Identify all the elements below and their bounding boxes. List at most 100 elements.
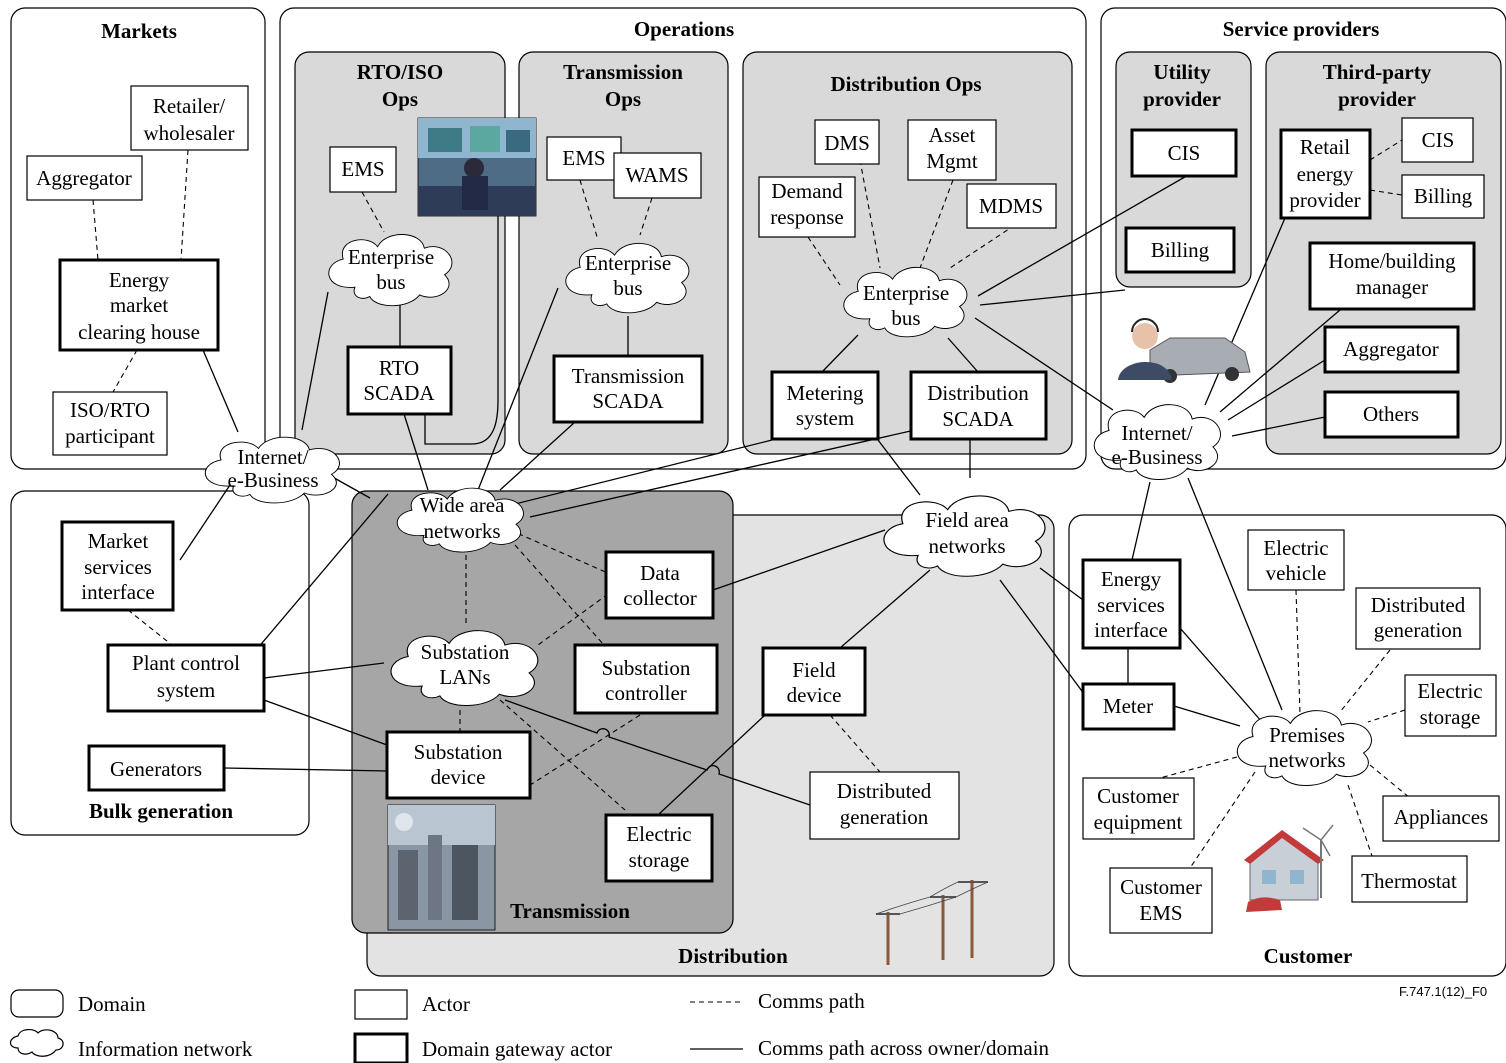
svg-text:Electric: Electric	[1417, 679, 1482, 703]
control-room-photo	[417, 117, 537, 217]
customer-title: Customer	[1264, 944, 1353, 968]
third-party-provider-title-1: Third-party	[1323, 60, 1432, 84]
svg-text:Substation: Substation	[421, 640, 510, 664]
enterprise-bus-rto-network: Enterprise bus	[328, 234, 453, 307]
svg-text:Electric: Electric	[626, 822, 691, 846]
distributed-generation-customer-actor: Distributed generation	[1355, 587, 1481, 650]
svg-text:Others: Others	[1363, 402, 1419, 426]
svg-text:participant: participant	[65, 424, 155, 448]
svg-text:Distributed: Distributed	[1371, 593, 1466, 617]
field-area-networks-network: Field area networks	[883, 495, 1046, 577]
meter-gateway: Meter	[1081, 682, 1176, 731]
ems-transmission-actor: EMS	[546, 136, 622, 181]
svg-text:interface: interface	[81, 580, 154, 604]
svg-text:Market: Market	[88, 529, 149, 553]
others-gateway: Others	[1323, 390, 1460, 439]
internet-e-business-left-network: Internet/ e-Business	[204, 436, 340, 504]
retail-energy-provider-gateway: Retail energy provider	[1279, 128, 1372, 220]
svg-text:bus: bus	[613, 276, 642, 300]
aggregator-markets-actor: Aggregator	[26, 155, 143, 201]
svg-text:WAMS: WAMS	[625, 163, 688, 187]
data-collector-gateway: Data collector	[604, 550, 715, 620]
transmission-scada-gateway: Transmission SCADA	[552, 354, 704, 424]
wams-actor: WAMS	[613, 152, 702, 199]
billing-third-party-actor: Billing	[1401, 174, 1485, 219]
thermostat-actor: Thermostat	[1351, 855, 1468, 903]
svg-text:collector: collector	[623, 586, 696, 610]
svg-text:storage: storage	[1420, 705, 1481, 729]
svg-text:Domain: Domain	[78, 992, 146, 1016]
svg-text:services: services	[84, 555, 152, 579]
dms-actor: DMS	[814, 119, 880, 165]
comms-paths	[92, 139, 1411, 869]
svg-text:Comms path across owner/domain: Comms path across owner/domain	[758, 1036, 1050, 1060]
svg-text:manager: manager	[1356, 275, 1428, 299]
bulk-generation-title: Bulk generation	[89, 799, 233, 823]
svg-text:Aggregator: Aggregator	[36, 166, 132, 190]
svg-text:EMS: EMS	[1139, 901, 1182, 925]
field-device-gateway: Field device	[761, 646, 867, 717]
svg-text:EMS: EMS	[341, 157, 384, 181]
demand-response-actor: Demand response	[758, 176, 856, 238]
svg-text:Wide area: Wide area	[420, 493, 506, 517]
substation-photo	[387, 804, 496, 931]
svg-text:Retailer/: Retailer/	[153, 94, 225, 118]
billing-utility-gateway: Billing	[1124, 226, 1236, 274]
svg-text:Electric: Electric	[1263, 536, 1328, 560]
svg-text:Information network: Information network	[78, 1037, 253, 1061]
svg-text:services: services	[1097, 593, 1165, 617]
svg-text:Customer: Customer	[1097, 784, 1179, 808]
svg-text:provider: provider	[1289, 188, 1360, 212]
energy-services-interface-gateway: Energy services interface	[1081, 558, 1182, 650]
utility-provider-title-2: provider	[1143, 87, 1221, 111]
ems-rto-actor: EMS	[329, 146, 397, 193]
svg-text:market: market	[110, 293, 168, 317]
svg-text:RTO: RTO	[379, 356, 419, 380]
svg-text:interface: interface	[1094, 618, 1167, 642]
svg-text:Plant control: Plant control	[132, 651, 240, 675]
electric-vehicle-actor: Electric vehicle	[1247, 529, 1345, 591]
svg-text:controller: controller	[605, 681, 687, 705]
enterprise-bus-tx-network: Enterprise bus	[565, 242, 690, 314]
svg-text:Domain gateway actor: Domain gateway actor	[422, 1037, 612, 1061]
transmission-ops-title-2: Ops	[605, 87, 641, 111]
svg-text:Substation: Substation	[602, 656, 691, 680]
svg-text:Enterprise: Enterprise	[585, 251, 671, 275]
third-party-provider-title-2: provider	[1338, 87, 1416, 111]
electric-storage-distribution-gateway: Electric storage	[604, 813, 714, 883]
rto-iso-ops-title-2: Ops	[382, 87, 418, 111]
svg-text:Enterprise: Enterprise	[863, 281, 949, 305]
svg-text:networks: networks	[424, 519, 501, 543]
iso-rto-participant-actor: ISO/RTO participant	[52, 391, 168, 456]
internet-e-business-right-network: Internet/ e-Business	[1093, 404, 1221, 481]
svg-text:e-Business: e-Business	[1112, 445, 1203, 469]
svg-text:generation: generation	[840, 805, 929, 829]
svg-text:energy: energy	[1297, 162, 1354, 186]
legend-domain: Domain	[10, 989, 146, 1018]
svg-text:system: system	[157, 678, 215, 702]
metering-system-gateway: Metering system	[770, 370, 880, 441]
substation-controller-gateway: Substation controller	[573, 643, 719, 715]
transmission-ops-title-1: Transmission	[563, 60, 683, 84]
svg-text:DMS: DMS	[824, 131, 870, 155]
substation-lans-network: Substation LANs	[390, 630, 539, 707]
svg-text:networks: networks	[1269, 748, 1346, 772]
house-wind-turbine-icon	[1244, 824, 1334, 912]
svg-text:Billing: Billing	[1151, 238, 1210, 262]
rto-scada-gateway: RTO SCADA	[346, 345, 453, 416]
svg-text:EMS: EMS	[562, 146, 605, 170]
customer-ems-actor: Customer EMS	[1109, 867, 1213, 934]
cis-third-party-actor: CIS	[1401, 117, 1474, 163]
svg-text:device: device	[431, 765, 486, 789]
premises-networks-network: Premises networks	[1236, 710, 1372, 787]
home-building-manager-gateway: Home/building manager	[1308, 241, 1476, 311]
svg-text:Energy: Energy	[109, 268, 170, 292]
mdms-actor: MDMS	[966, 183, 1057, 229]
customer-equipment-actor: Customer equipment	[1082, 777, 1195, 840]
utility-provider-title-1: Utility	[1153, 60, 1211, 84]
cis-utility-gateway: CIS	[1130, 128, 1238, 178]
asset-mgmt-actor: Asset Mgmt	[907, 119, 997, 181]
svg-text:CIS: CIS	[1168, 141, 1201, 165]
service-providers-title: Service providers	[1223, 17, 1380, 41]
aggregator-service-providers-gateway: Aggregator	[1323, 325, 1460, 374]
